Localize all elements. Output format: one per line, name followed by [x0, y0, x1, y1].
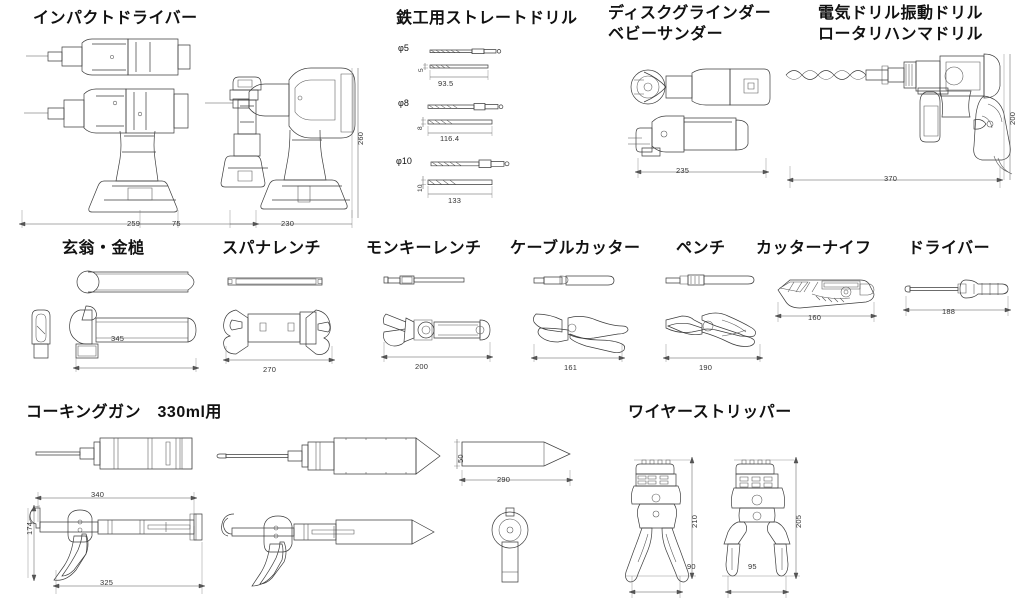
- dim-impact-driver-230: 230: [281, 219, 295, 228]
- dim-disc-grinder-235: 235: [676, 166, 690, 175]
- dim-drill-8-length: 116.4: [440, 134, 460, 143]
- dim-cable-cutter-161: 161: [564, 363, 578, 372]
- hammer-drill-drawing: [785, 53, 1013, 188]
- section-title-cutter-knife: カッターナイフ: [756, 240, 872, 257]
- section-title-cable-cutter: ケーブルカッター: [510, 240, 641, 257]
- dim-impact-driver-75: 75: [172, 219, 181, 228]
- monkey-wrench-drawing: [380, 275, 494, 362]
- section-title-straight-drill: 鉄工用ストレートドリル: [396, 10, 578, 27]
- dim-wire-stripper-90: 90: [687, 562, 696, 571]
- dim-wire-stripper-210: 210: [690, 514, 699, 528]
- hammer-drawing: [31, 270, 200, 372]
- dim-drill-5-length: 93.5: [438, 79, 454, 88]
- drill-bit-dia-8: φ8: [398, 98, 409, 108]
- section-title-screwdriver: ドライバー: [908, 240, 991, 257]
- screwdriver-drawing: [902, 279, 1012, 316]
- section-title-caulking-gun: コーキングガン 330ml用: [26, 404, 222, 421]
- dim-hammer-drill-370: 370: [884, 174, 898, 183]
- disc-grinder-drawing: [628, 68, 771, 178]
- caulking-cartridge-drawing: [454, 439, 574, 583]
- wire-stripper-drawing-2: [722, 456, 800, 598]
- impact-driver-drawing: [18, 38, 359, 228]
- drill-bit-dia-5: φ5: [398, 43, 409, 53]
- dim-wire-stripper-205: 205: [794, 514, 803, 528]
- pliers-drawing: [662, 274, 764, 362]
- straight-drill-drawing: [421, 48, 510, 198]
- spanner-wrench-drawing: [222, 277, 336, 364]
- section-title-hammer: 玄翁・金槌: [62, 240, 145, 257]
- section-title-spanner-wrench: スパナレンチ: [222, 240, 322, 257]
- caulking-gun-drawing-1: [27, 437, 206, 594]
- drill-bit-dia-10: φ10: [396, 156, 412, 166]
- section-title-wire-stripper: ワイヤーストリッパー: [628, 404, 792, 421]
- dim-drill-10-length: 133: [448, 196, 462, 205]
- cutter-knife-drawing: [774, 279, 878, 322]
- dim-impact-driver-259: 259: [127, 219, 141, 228]
- section-title-disc-grinder-1: ディスクグラインダー: [608, 5, 772, 22]
- dim-monkey-wrench-200: 200: [415, 362, 429, 371]
- dim-caulking-gun-340: 340: [91, 490, 105, 499]
- dim-pliers-190: 190: [699, 363, 713, 372]
- dim-screwdriver-188: 188: [942, 307, 956, 316]
- wire-stripper-drawing-1: [625, 456, 696, 598]
- dim-caulking-gun-174: 174: [25, 521, 34, 535]
- section-title-monkey-wrench: モンキーレンチ: [366, 240, 482, 257]
- section-title-hammer-drill-2: ロータリハンマドリル: [818, 26, 984, 43]
- dim-hammer-345: 345: [111, 334, 125, 343]
- dim-wire-stripper-95: 95: [748, 562, 757, 571]
- cable-cutter-drawing: [530, 275, 629, 362]
- dim-caulking-gun-325: 325: [100, 578, 114, 587]
- section-title-impact-driver: インパクトドライバー: [33, 10, 198, 27]
- dim-spanner-270: 270: [263, 365, 277, 374]
- dim-hammer-drill-200: 200: [1008, 111, 1017, 125]
- dim-drill-5-thickness: 5: [418, 68, 425, 72]
- section-title-pliers: ペンチ: [676, 240, 726, 257]
- dim-drill-8-thickness: 8: [417, 126, 424, 130]
- dim-cartridge-50: 50: [456, 454, 465, 463]
- dim-cutter-knife-160: 160: [808, 313, 822, 322]
- section-title-hammer-drill-1: 電気ドリル振動ドリル: [818, 5, 984, 22]
- section-title-disc-grinder-2: ベビーサンダー: [608, 26, 724, 43]
- caulking-gun-drawing-2: [216, 437, 441, 587]
- dim-impact-driver-260: 260: [356, 131, 365, 145]
- dim-cartridge-290: 290: [497, 475, 511, 484]
- dim-drill-10-thickness: 10: [417, 184, 424, 192]
